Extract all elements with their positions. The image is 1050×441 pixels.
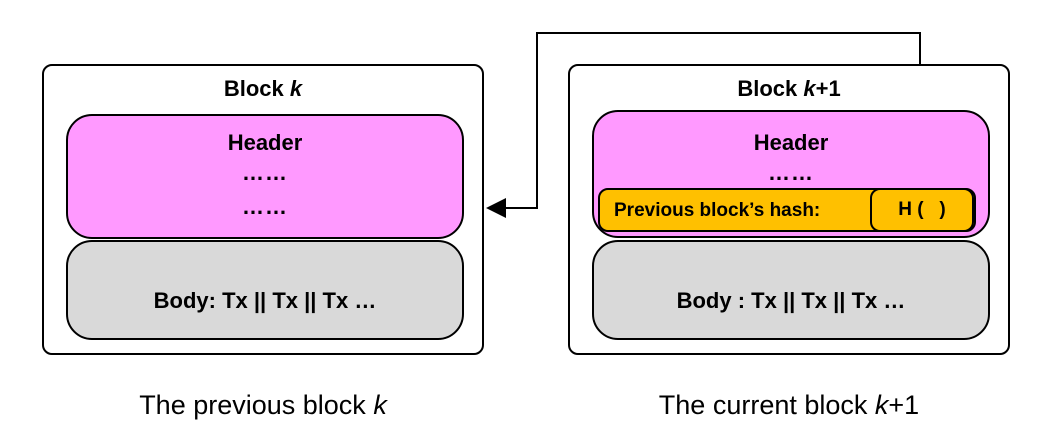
header-dots: …… [768,160,814,185]
block-title-prefix: Block [223,76,290,101]
current-block-title: Block k+1 [570,76,1008,102]
block-title-suffix: +1 [815,76,841,101]
previous-block-caption: The previous block k [42,390,484,421]
current-block-body: Body : Tx || Tx || Tx … [592,240,990,340]
caption-prefix: The current block [658,390,875,420]
current-block: Block k+1 Header …… Previous block’s has… [568,64,1010,355]
caption-suffix: +1 [888,390,920,420]
body-label: Body: Tx || Tx || Tx … [153,288,377,313]
caption-prefix: The previous block [139,390,374,420]
header-dots-2: …… [242,194,288,219]
current-block-header: Header …… Previous block’s hash: H ( ) [592,110,990,238]
previous-hash-label: Previous block’s hash: [614,200,821,221]
caption-var: k [874,390,889,420]
block-title-var: k [289,76,303,101]
header-label: Header [753,130,829,155]
previous-block-header: Header …… …… [66,114,464,239]
previous-block: Block k Header …… …… Body: Tx || Tx || T… [42,64,484,355]
previous-block-body: Body: Tx || Tx || Tx … [66,240,464,340]
header-label: Header [227,130,303,155]
block-title-prefix: Block [737,76,804,101]
block-title-var: k [803,76,816,101]
current-block-caption: The current block k+1 [568,390,1010,421]
header-dots-1: …… [242,160,288,185]
body-label: Body : Tx || Tx || Tx … [676,288,906,313]
caption-var: k [373,390,387,420]
hash-function-box: H ( ) [870,188,974,232]
previous-block-title: Block k [44,76,482,102]
